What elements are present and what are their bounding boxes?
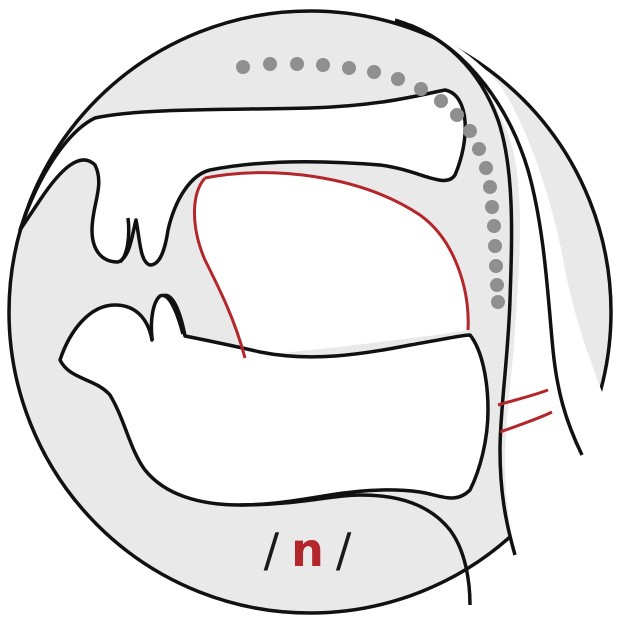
velum-dot [490, 278, 504, 292]
caption-slash-right: / [336, 523, 354, 577]
velum-dot [491, 295, 505, 309]
caption-phoneme: n [291, 523, 326, 577]
caption-slash-left: / [264, 523, 282, 577]
velum-dot [450, 108, 464, 122]
velum-dot [316, 58, 330, 72]
velum-dot [391, 72, 405, 86]
velum-dot [290, 57, 304, 71]
velum-dot [463, 124, 477, 138]
velum-dot [342, 61, 356, 75]
velum-dot [414, 82, 428, 96]
velum-dot [489, 259, 503, 273]
phoneme-caption: /n/ [0, 515, 617, 585]
velum-dot [483, 180, 497, 194]
velum-dot [488, 239, 502, 253]
velum-dot [472, 142, 486, 156]
velum-dot [263, 57, 277, 71]
velum-dot [367, 65, 381, 79]
velum-dot [236, 60, 250, 74]
velum-dot [487, 219, 501, 233]
velum-dot [485, 200, 499, 214]
velum-dot [479, 161, 493, 175]
velum-dot [434, 94, 448, 108]
